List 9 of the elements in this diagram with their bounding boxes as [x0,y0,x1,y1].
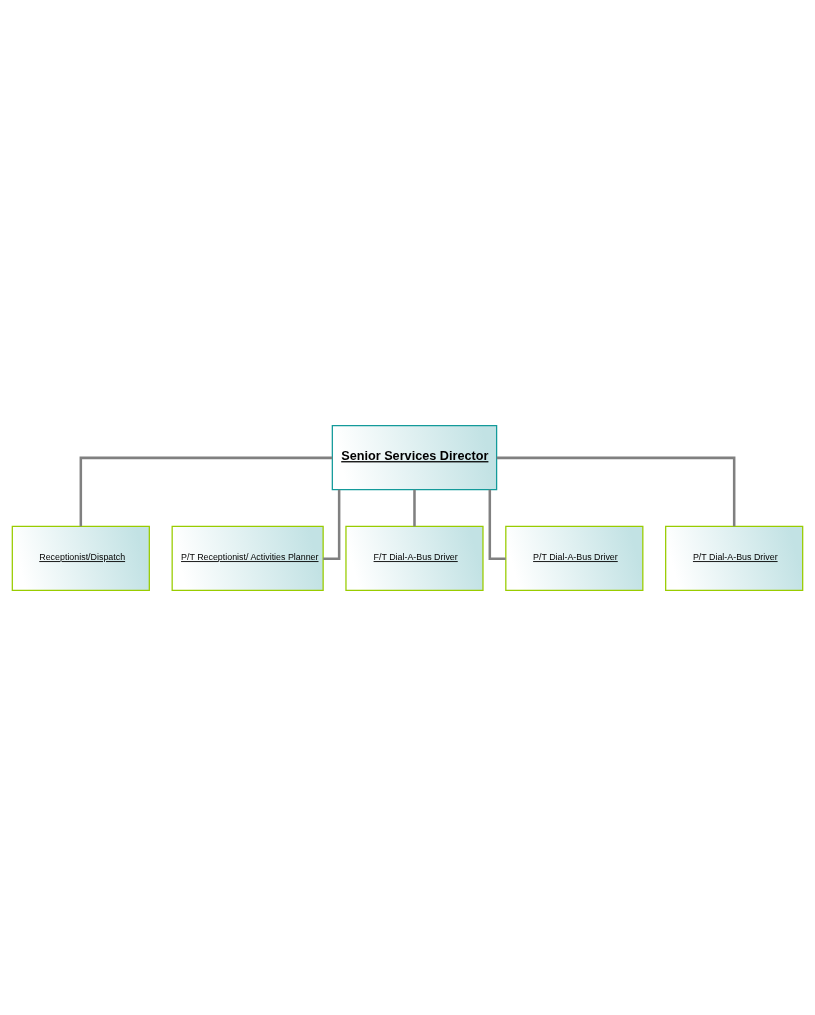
connector [413,489,416,526]
connector [496,456,736,526]
node-box: P/T Dial-A-Bus Driver [505,525,644,591]
connector [79,456,333,526]
node-box: F/T Dial-A-Bus Driver [345,525,484,591]
node-box: Receptionist/Dispatch [11,525,150,591]
node-box: P/T Receptionist/ Activities Planner [171,525,324,591]
node-box: Senior Services Director [331,424,498,490]
node-box: P/T Dial-A-Bus Driver [665,525,804,591]
